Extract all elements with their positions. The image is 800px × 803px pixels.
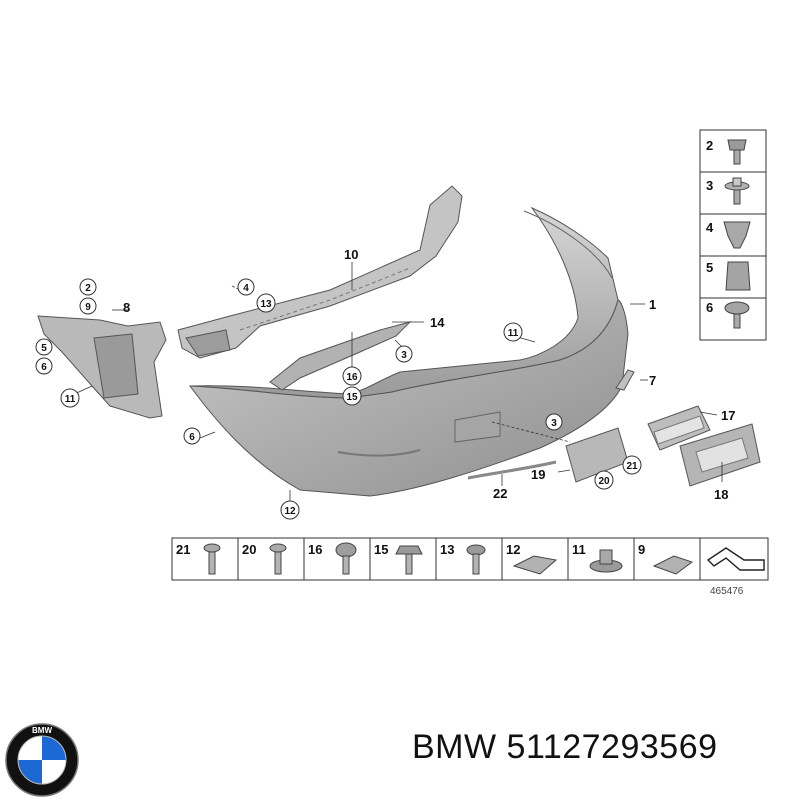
svg-text:15: 15 xyxy=(374,542,388,557)
reference-number: 465476 xyxy=(710,586,744,597)
circle-label-5: 5 xyxy=(35,338,53,356)
label-part-8: 8 xyxy=(123,300,130,315)
circle-label-11b: 11 xyxy=(503,322,523,342)
svg-text:3: 3 xyxy=(401,350,407,361)
label-part-10: 10 xyxy=(344,247,358,262)
strip-cell-21: 21 xyxy=(176,542,221,575)
circle-label-12: 12 xyxy=(280,500,300,520)
svg-text:21: 21 xyxy=(626,461,638,472)
svg-text:5: 5 xyxy=(706,260,713,275)
license-plate-base xyxy=(679,423,761,487)
svg-text:12: 12 xyxy=(506,542,520,557)
svg-text:6: 6 xyxy=(189,432,195,443)
svg-text:12: 12 xyxy=(284,506,296,517)
svg-text:16: 16 xyxy=(346,372,358,383)
circle-label-13: 13 xyxy=(256,293,276,313)
panel-cell-3: 3 xyxy=(706,177,750,205)
panel-cell-5: 5 xyxy=(706,260,751,291)
svg-text:2: 2 xyxy=(85,283,91,294)
strip-cell-16: 16 xyxy=(308,542,357,575)
svg-text:9: 9 xyxy=(638,542,645,557)
svg-text:3: 3 xyxy=(551,418,557,429)
fastener-panel-right: 2 3 4 5 6 xyxy=(699,129,767,341)
circle-label-16: 16 xyxy=(342,366,362,386)
svg-text:6: 6 xyxy=(41,362,47,373)
svg-text:4: 4 xyxy=(706,220,714,235)
strip-cell-11: 11 xyxy=(572,542,623,573)
circle-label-9: 9 xyxy=(79,297,97,315)
circle-label-6a: 6 xyxy=(35,357,53,375)
label-part-7: 7 xyxy=(649,373,656,388)
svg-text:BMW: BMW xyxy=(32,726,52,735)
circle-label-15: 15 xyxy=(342,386,362,406)
fastener-strip-bottom: 21 20 16 15 13 12 11 xyxy=(171,537,769,581)
svg-text:6: 6 xyxy=(706,300,713,315)
label-part-14: 14 xyxy=(430,315,445,330)
strip-cell-13: 13 xyxy=(440,542,486,575)
label-part-17: 17 xyxy=(721,408,735,423)
svg-text:11: 11 xyxy=(572,542,586,557)
svg-text:13: 13 xyxy=(440,542,454,557)
part-number-caption: BMW 51127293569 xyxy=(412,728,718,766)
circle-label-20: 20 xyxy=(594,470,614,490)
circle-label-4: 4 xyxy=(237,278,255,296)
svg-text:16: 16 xyxy=(308,542,322,557)
strip-cell-15: 15 xyxy=(374,542,423,575)
reflector xyxy=(615,369,635,391)
strip-cell-20: 20 xyxy=(242,542,287,575)
strip-cell-arrow xyxy=(706,547,765,571)
circle-label-21: 21 xyxy=(622,455,642,475)
bmw-logo: BMW xyxy=(4,722,80,798)
svg-text:20: 20 xyxy=(242,542,256,557)
circle-label-11a: 11 xyxy=(60,388,80,408)
svg-text:3: 3 xyxy=(706,178,713,193)
bumper-cover xyxy=(188,206,629,497)
panel-cell-2: 2 xyxy=(706,138,747,165)
svg-text:4: 4 xyxy=(243,283,249,294)
svg-text:9: 9 xyxy=(85,302,91,313)
label-part-1: 1 xyxy=(649,297,656,312)
strip-cell-9: 9 xyxy=(638,542,694,575)
license-plate-bracket xyxy=(647,405,711,451)
circle-label-2: 2 xyxy=(79,278,97,296)
svg-text:13: 13 xyxy=(260,299,272,310)
svg-text:5: 5 xyxy=(41,343,47,354)
side-bracket xyxy=(37,315,167,419)
panel-cell-6: 6 xyxy=(706,300,750,329)
svg-text:11: 11 xyxy=(65,394,76,405)
circle-label-3a: 3 xyxy=(395,345,413,363)
label-part-22: 22 xyxy=(493,486,507,501)
svg-text:21: 21 xyxy=(176,542,190,557)
svg-text:15: 15 xyxy=(346,392,358,403)
bumper-carrier xyxy=(177,185,463,359)
svg-text:11: 11 xyxy=(508,328,519,339)
circled-labels: 2 9 5 6 11 4 13 3 16 15 11 3 21 20 12 6 xyxy=(35,278,642,520)
svg-text:2: 2 xyxy=(706,138,713,153)
strip-cell-12: 12 xyxy=(506,542,558,575)
label-part-18: 18 xyxy=(714,487,728,502)
guide-strip xyxy=(269,321,412,391)
panel-cell-4: 4 xyxy=(706,220,751,249)
svg-text:20: 20 xyxy=(598,476,610,487)
label-part-19: 19 xyxy=(531,467,545,482)
circle-label-3b: 3 xyxy=(545,413,563,431)
trim-strip xyxy=(467,460,557,480)
circle-label-6b: 6 xyxy=(183,427,201,445)
